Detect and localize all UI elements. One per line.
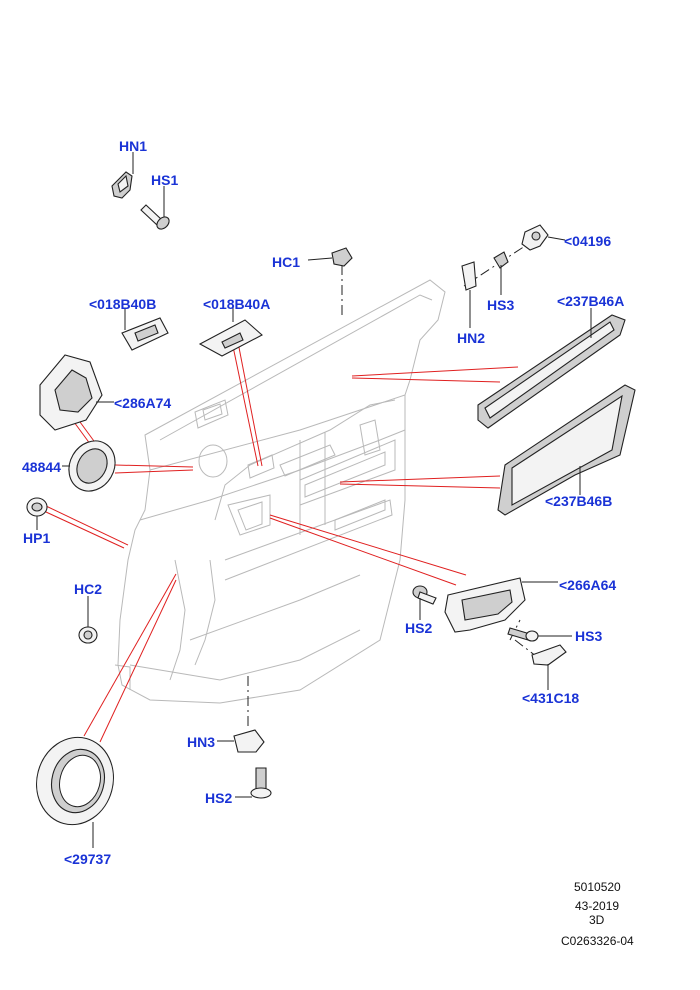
hc2-clip (78, 596, 98, 644)
callout-266A64: <266A64 (559, 577, 617, 593)
hn2-nut (461, 261, 477, 328)
callout-29737: <29737 (64, 851, 112, 867)
drawing-date: 43-2019 (575, 899, 620, 913)
callout-hs2-bottom: HS2 (205, 790, 233, 806)
hn1-bracket (111, 171, 133, 199)
hn3-nut (217, 729, 265, 753)
part-04196 (521, 224, 566, 251)
callout-hn2: HN2 (457, 330, 486, 346)
callout-hs1: HS1 (151, 172, 179, 188)
drawing-number: 5010520 (574, 880, 621, 894)
callout-237B46A: <237B46A (557, 293, 625, 309)
bezel-018B40A (198, 308, 263, 357)
callout-hs3-top: HS3 (487, 297, 515, 313)
drawing-view: 3D (589, 913, 605, 927)
hs3-screw-top (493, 251, 509, 295)
grille-48844 (62, 440, 116, 492)
bezel-018B40B (121, 308, 169, 351)
hs3-screw-right (507, 627, 572, 642)
callout-hn3: HN3 (187, 734, 216, 750)
cover-431C18 (531, 644, 567, 690)
callout-018B40B: <018B40B (89, 296, 157, 312)
hs2-screw-right (412, 585, 437, 620)
bracket-286A74 (39, 354, 114, 431)
ring-29737 (36, 736, 114, 848)
pointer-lines (45, 331, 519, 743)
hs2-bolt-bottom (235, 767, 272, 799)
hs1-bolt (140, 204, 170, 230)
callout-hc1: HC1 (272, 254, 301, 270)
alignment-lines (247, 245, 546, 728)
callout-431C18: <431C18 (522, 690, 580, 706)
callout-48844: 48844 (22, 459, 61, 475)
drawing-reference: C0263326-04 (561, 934, 634, 948)
hc1-clip (307, 247, 353, 267)
callout-237B46B: <237B46B (545, 493, 613, 509)
callout-286A74: <286A74 (114, 395, 172, 411)
callout-018B40A: <018B40A (203, 296, 271, 312)
callout-hc2: HC2 (74, 581, 103, 597)
insert-237B46A (477, 308, 626, 429)
callout-04196: <04196 (564, 233, 612, 249)
callout-hp1: HP1 (23, 530, 51, 546)
insert-237B46B (497, 384, 636, 516)
callout-hs3-right: HS3 (575, 628, 603, 644)
hp1-plug (26, 497, 48, 530)
housing-266A64 (444, 577, 558, 633)
door-trim-panel (114, 279, 446, 704)
callout-hn1: HN1 (119, 138, 148, 154)
callout-hs2-right: HS2 (405, 620, 433, 636)
